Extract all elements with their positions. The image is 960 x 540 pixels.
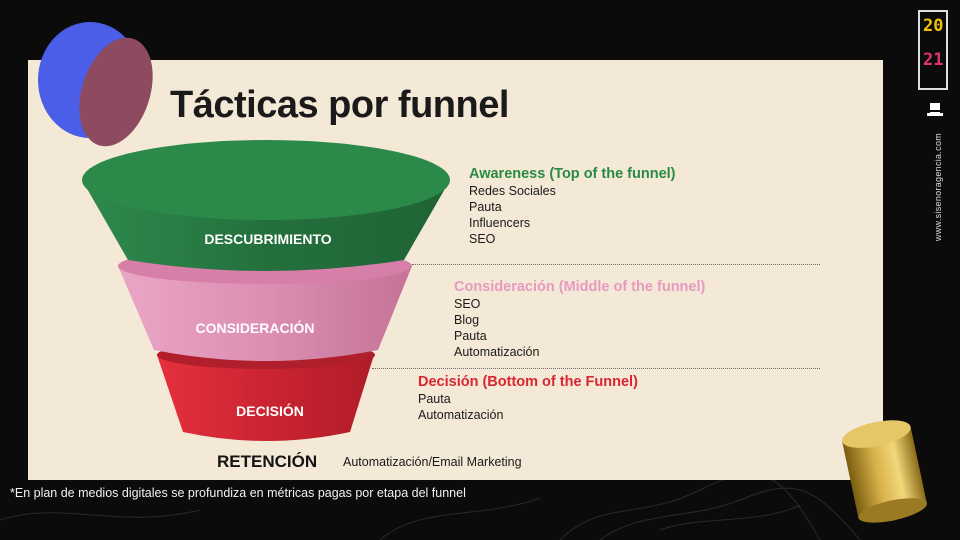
year-badge: 20 21 <box>918 10 948 90</box>
top-hat-icon <box>927 103 943 116</box>
list-item: SEO <box>454 297 481 311</box>
blue-sphere-decoration <box>38 22 153 147</box>
stage-label-decision: DECISIÓN <box>236 403 304 419</box>
list-item: Automatización <box>454 345 540 359</box>
section-heading: Awareness (Top of the funnel) <box>469 166 676 182</box>
page-title: Tácticas por funnel <box>170 84 509 126</box>
section-awareness: Awareness (Top of the funnel) Redes Soci… <box>469 166 676 247</box>
year-bottom: 21 <box>923 50 944 70</box>
retention-items: Automatización/Email Marketing <box>343 455 522 469</box>
footnote: *En plan de medios digitales se profundi… <box>10 486 466 500</box>
list-item: Pauta <box>454 329 487 343</box>
divider <box>372 368 820 369</box>
stage-label-consideracion: CONSIDERACIÓN <box>195 320 315 336</box>
list-item: SEO <box>469 232 496 246</box>
funnel-stage-discovery <box>82 140 450 271</box>
list-item: Redes Sociales <box>469 184 556 198</box>
list-item: Pauta <box>418 392 451 406</box>
list-item: Influencers <box>469 216 531 230</box>
section-consideracion: Consideración (Middle of the funnel) SEO… <box>454 279 705 360</box>
retention-label: RETENCIÓN <box>217 452 318 471</box>
section-decision: Decisión (Bottom of the Funnel) Pauta Au… <box>418 374 638 423</box>
agency-url: www.sisenoragencia.com <box>933 132 943 242</box>
list-item: Pauta <box>469 200 502 214</box>
section-heading: Decisión (Bottom of the Funnel) <box>418 374 638 390</box>
list-item: Blog <box>454 313 480 327</box>
divider <box>412 264 820 265</box>
gold-cylinder-decoration <box>842 420 927 523</box>
list-item: Automatización <box>418 408 504 422</box>
section-heading: Consideración (Middle of the funnel) <box>454 279 706 295</box>
stage-label-descubrimiento: DESCUBRIMIENTO <box>204 231 332 247</box>
year-top: 20 <box>923 16 944 36</box>
